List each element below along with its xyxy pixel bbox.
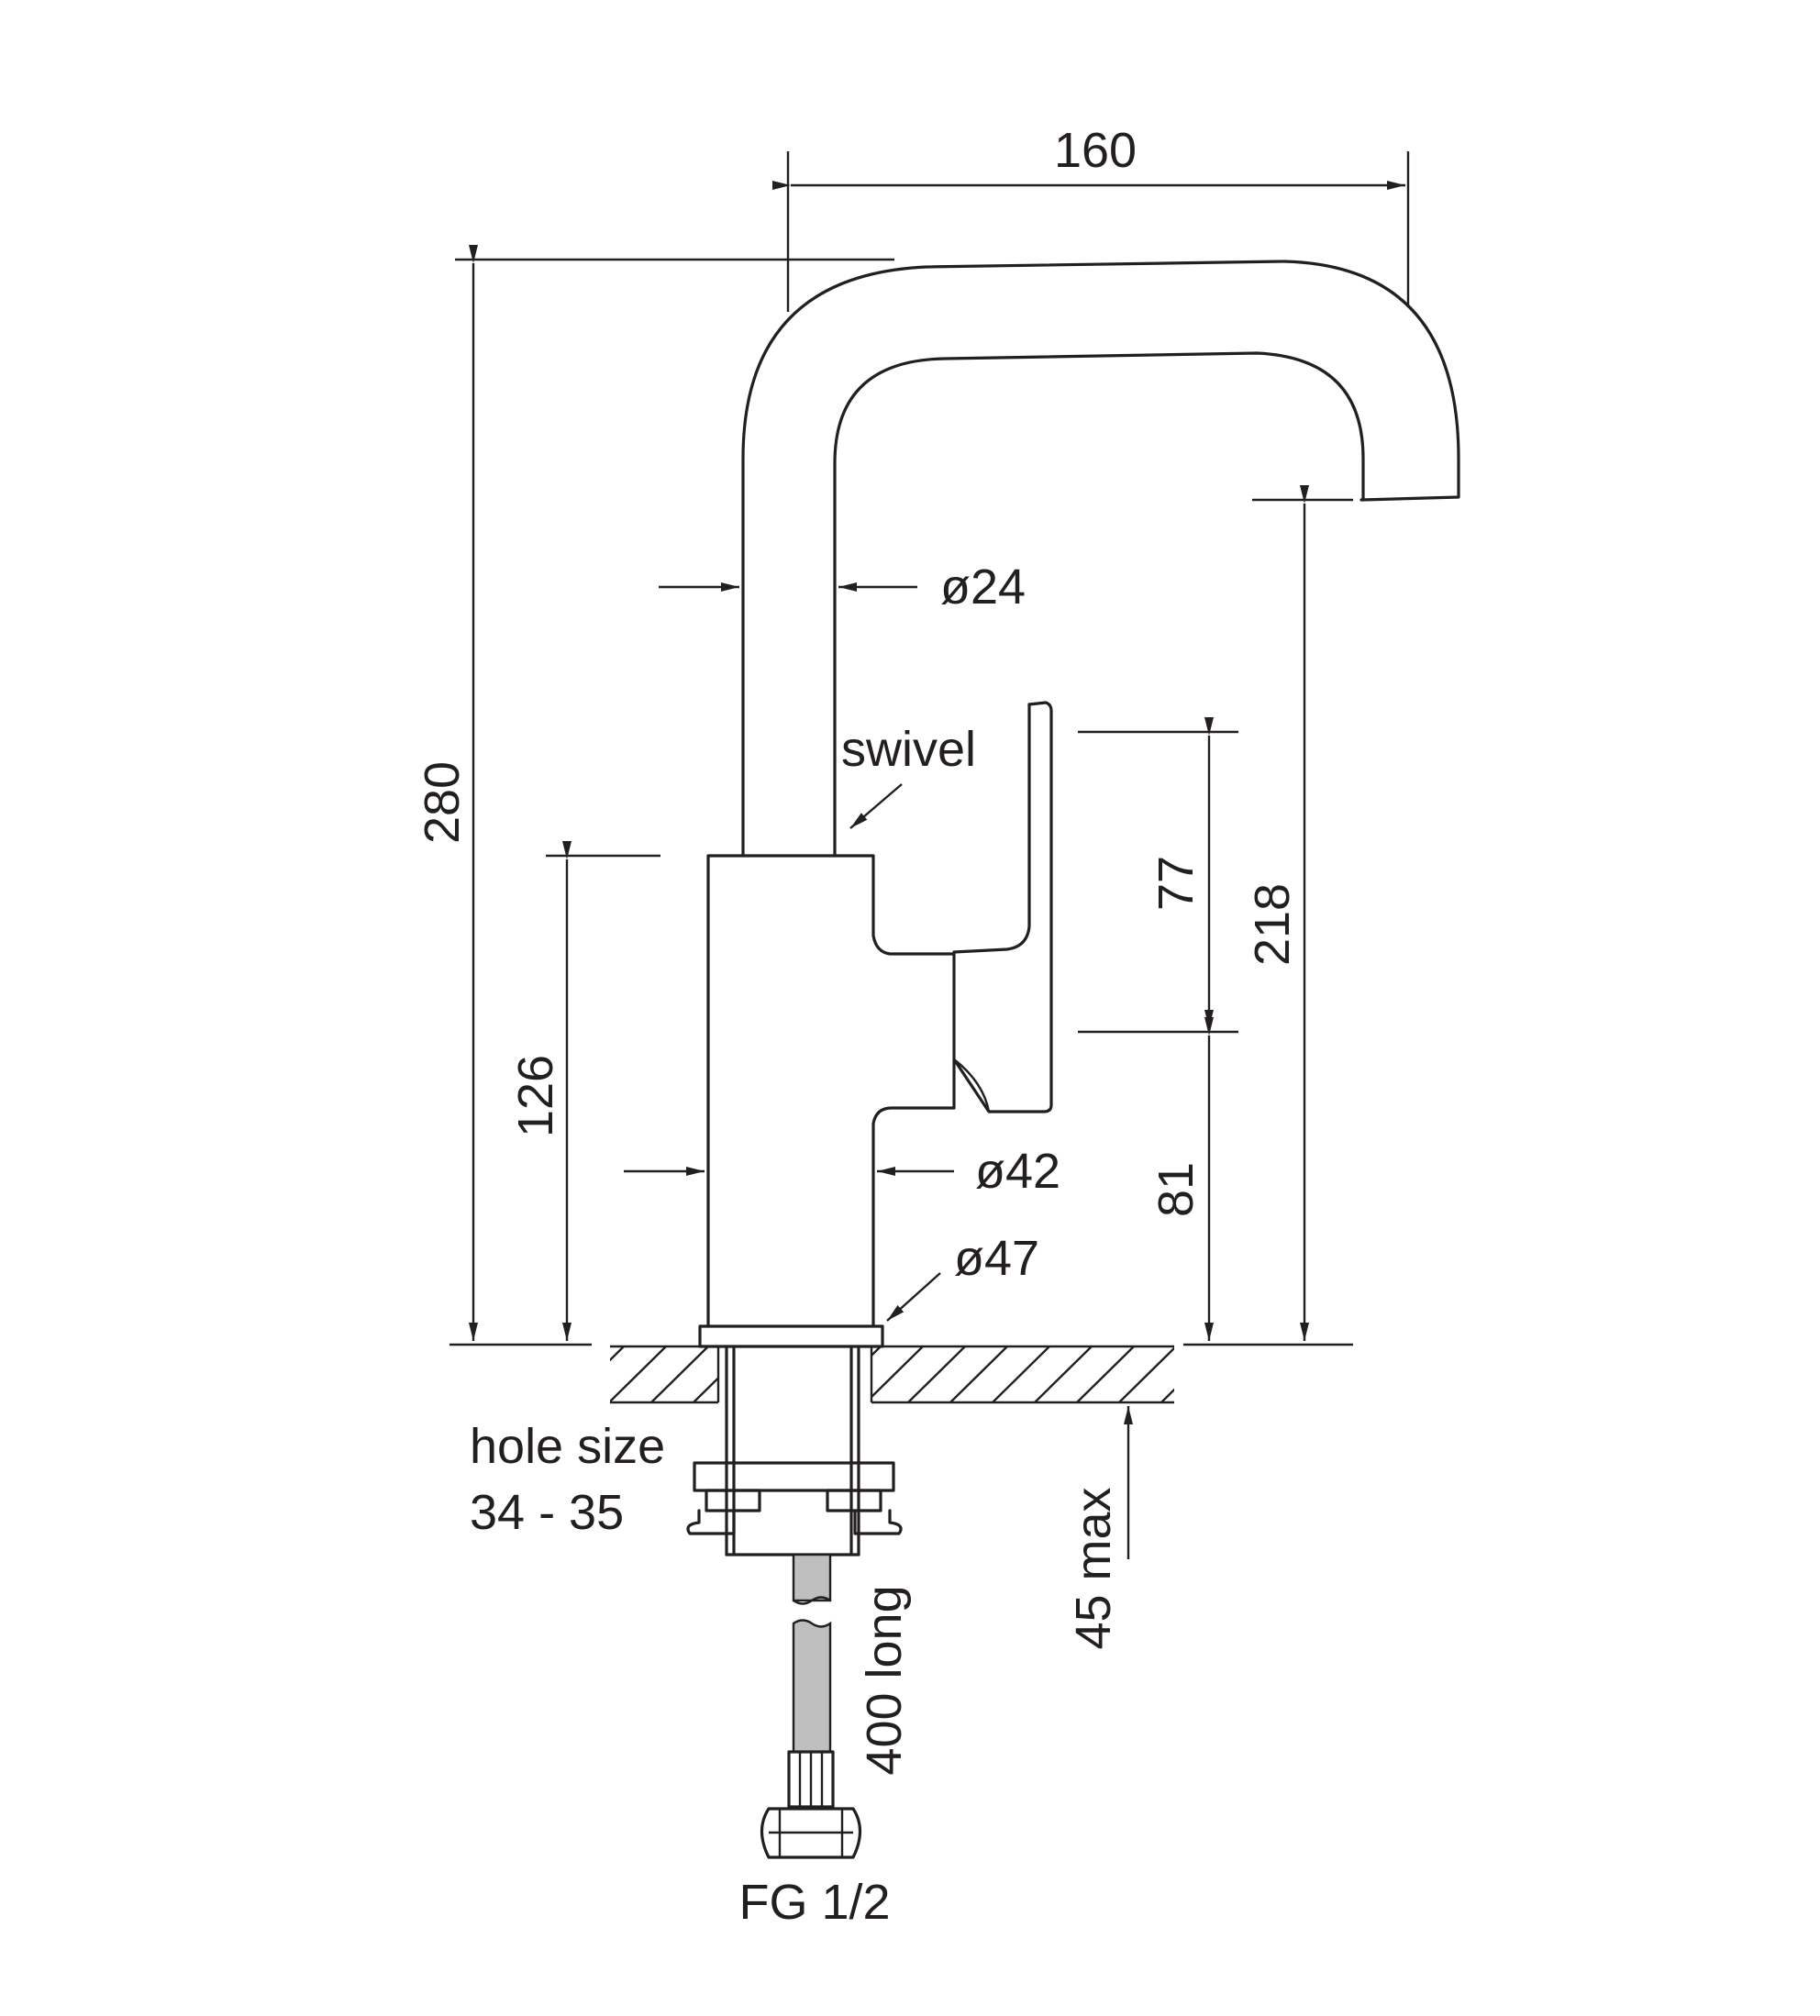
hatch-line — [610, 1346, 667, 1403]
dimension-labels: 160 280 ø24 swivel 126 ø42 ø47 77 81 218… — [415, 123, 1300, 1930]
hole-size-value: 34 - 35 — [470, 1485, 624, 1540]
lever-height-label: 77 — [1149, 856, 1204, 911]
outlet-height-label: 218 — [1245, 883, 1300, 966]
body-height-label: 126 — [508, 1055, 563, 1137]
lever-base-height-label: 81 — [1149, 1162, 1204, 1217]
hatch-line — [907, 1346, 966, 1403]
flexible-hose — [787, 1553, 835, 1809]
spout-diameter-label: ø24 — [940, 559, 1026, 615]
max-thickness-label: 45 max — [1066, 1487, 1121, 1649]
lever-handle — [952, 701, 1053, 1113]
hatch-line — [871, 1346, 924, 1399]
shank-fixing — [686, 1345, 903, 1556]
hex-nut-fitting — [760, 1807, 862, 1859]
swivel-label: swivel — [841, 722, 976, 777]
hatch-line — [949, 1346, 1008, 1403]
hatch-line — [693, 1376, 718, 1403]
hatch-line — [1160, 1388, 1174, 1403]
hatch-line — [1034, 1346, 1093, 1403]
spout — [741, 260, 1460, 858]
counter-top — [610, 1345, 1174, 1404]
hatch-line — [650, 1346, 709, 1403]
body-diameter-label: ø42 — [975, 1144, 1060, 1199]
hole-size-label: hole size — [470, 1419, 665, 1474]
hatch-line — [1076, 1346, 1135, 1403]
hatch-line — [610, 1346, 625, 1362]
tap-body — [706, 854, 956, 1328]
base-diameter-label: ø47 — [954, 1231, 1039, 1286]
hatch-line — [1118, 1346, 1174, 1403]
dimension-lines — [449, 151, 1410, 1559]
hose-length-label: 400 long — [857, 1585, 912, 1775]
total-height-label: 280 — [415, 761, 470, 844]
hatch-line — [992, 1346, 1050, 1403]
base-ring — [698, 1324, 884, 1348]
spout-reach-label: 160 — [1054, 123, 1137, 178]
connection-label: FG 1/2 — [738, 1875, 890, 1930]
